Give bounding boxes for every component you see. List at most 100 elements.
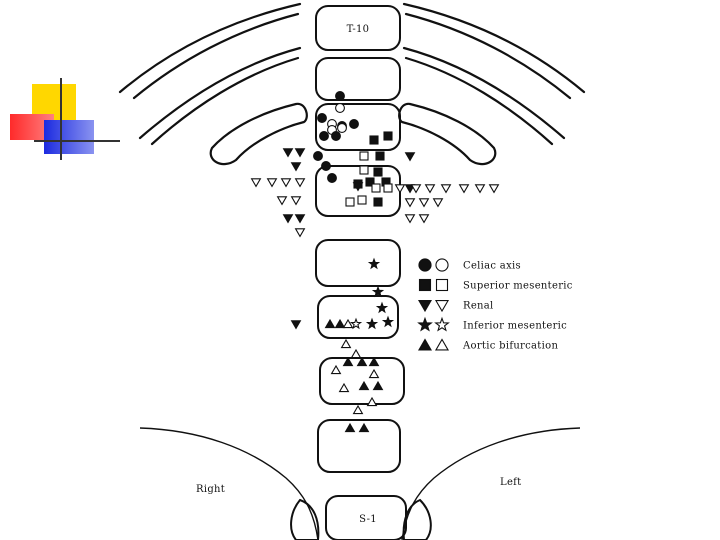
filled-square-marker — [383, 131, 393, 141]
left-rib-floating — [209, 102, 308, 166]
legend-row: Aortic bifurcation — [417, 338, 558, 352]
legend-label: Celiac axis — [463, 261, 521, 272]
open-down-triangle-marker — [474, 184, 486, 194]
deco-horizontal-line — [34, 140, 120, 142]
filled-circle-marker — [317, 113, 327, 123]
open-down-triangle-marker — [404, 214, 416, 224]
filled-circle-marker — [321, 161, 331, 171]
filled-up-triangle-marker — [368, 356, 380, 367]
filled-square-marker — [373, 167, 383, 177]
legend-label: Aortic bifurcation — [462, 341, 558, 352]
deco-blue-square — [44, 120, 94, 154]
filled-square-marker — [365, 177, 375, 187]
open-square-marker — [357, 195, 367, 205]
open-up-triangle-marker — [338, 382, 350, 393]
legend-row: Inferior mesenteric — [417, 316, 567, 332]
open-down-triangle-marker — [280, 178, 292, 188]
open-up-triangle-marker — [340, 338, 352, 349]
filled-down-triangle-marker — [294, 148, 306, 158]
vertebra-t12 — [315, 103, 401, 151]
vertebra-t11 — [315, 57, 401, 101]
legend-open-star-icon — [434, 316, 450, 332]
filled-down-triangle-marker — [290, 162, 302, 172]
open-down-triangle-marker — [410, 184, 422, 194]
legend-open-down-triangle-icon — [434, 300, 450, 313]
open-square-marker — [383, 183, 393, 193]
open-down-triangle-marker — [418, 214, 430, 224]
filled-star-marker — [365, 317, 379, 330]
filled-up-triangle-marker — [358, 380, 370, 391]
filled-up-triangle-marker — [342, 356, 354, 367]
open-square-marker — [359, 165, 369, 175]
open-up-triangle-marker — [366, 396, 378, 407]
label-s1: S-1 — [359, 514, 377, 525]
open-down-triangle-marker — [266, 178, 278, 188]
legend-row: Celiac axis — [418, 258, 521, 272]
legend-filled-down-triangle-icon — [417, 300, 433, 313]
filled-circle-marker — [335, 91, 345, 101]
filled-circle-marker — [313, 151, 323, 161]
open-down-triangle-marker — [404, 198, 416, 208]
legend-filled-square-icon — [418, 278, 432, 292]
legend-row: Superior mesenteric — [418, 278, 573, 292]
pelvis-left-arc — [401, 427, 581, 540]
filled-star-marker — [381, 315, 395, 328]
filled-down-triangle-marker — [282, 214, 294, 224]
open-down-triangle-marker — [458, 184, 470, 194]
filled-circle-marker — [319, 131, 329, 141]
open-up-triangle-marker — [342, 318, 354, 329]
filled-up-triangle-marker — [324, 318, 336, 329]
sacroiliac-right — [290, 498, 320, 540]
open-down-triangle-marker — [488, 184, 500, 194]
open-down-triangle-marker — [418, 198, 430, 208]
open-up-triangle-marker — [352, 404, 364, 415]
right-ribs — [398, 2, 586, 166]
left-ribs — [118, 2, 308, 166]
legend-filled-star-icon — [417, 316, 433, 332]
decorative-squares — [10, 78, 120, 160]
open-down-triangle-marker — [394, 184, 406, 194]
label-t10: T-10 — [347, 24, 370, 35]
open-down-triangle-marker — [440, 184, 452, 194]
open-star-marker — [349, 317, 363, 330]
left-rib-2-inner — [150, 56, 300, 146]
open-square-marker — [371, 183, 381, 193]
filled-down-triangle-marker — [294, 214, 306, 224]
filled-circle-marker — [327, 173, 337, 183]
legend-label: Superior mesenteric — [463, 281, 573, 292]
left-rib-2 — [138, 46, 302, 140]
legend-label: Inferior mesenteric — [463, 321, 567, 332]
open-down-triangle-marker — [294, 228, 306, 238]
legend-open-circle-icon — [435, 258, 449, 272]
legend-open-up-triangle-icon — [434, 338, 450, 351]
filled-circle-marker — [349, 119, 359, 129]
open-circle-marker — [337, 123, 347, 133]
filled-star-marker — [367, 257, 381, 270]
open-up-triangle-marker — [330, 364, 342, 375]
left-rib-1-inner — [132, 12, 300, 100]
legend-label: Renal — [463, 301, 494, 312]
open-down-triangle-marker — [290, 196, 302, 206]
legend-open-square-icon — [435, 278, 449, 292]
label-right: Right — [196, 484, 225, 495]
open-down-triangle-marker — [250, 178, 262, 188]
vertebra-t10 — [315, 5, 401, 51]
legend-filled-up-triangle-icon — [417, 338, 433, 351]
open-down-triangle-marker — [276, 196, 288, 206]
filled-circle-marker — [331, 131, 341, 141]
vertebrae — [315, 5, 407, 540]
right-rib-1-inner — [404, 12, 572, 100]
right-rib-2 — [402, 46, 566, 140]
open-down-triangle-marker — [432, 198, 444, 208]
filled-star-marker — [375, 301, 389, 314]
filled-square-marker — [369, 135, 379, 145]
filled-star-marker — [371, 285, 385, 298]
observation-markers — [250, 91, 500, 433]
vertebra-l3 — [317, 295, 399, 339]
open-square-marker — [359, 151, 369, 161]
legend-row: Renal — [417, 300, 494, 313]
filled-down-triangle-marker — [352, 182, 364, 192]
